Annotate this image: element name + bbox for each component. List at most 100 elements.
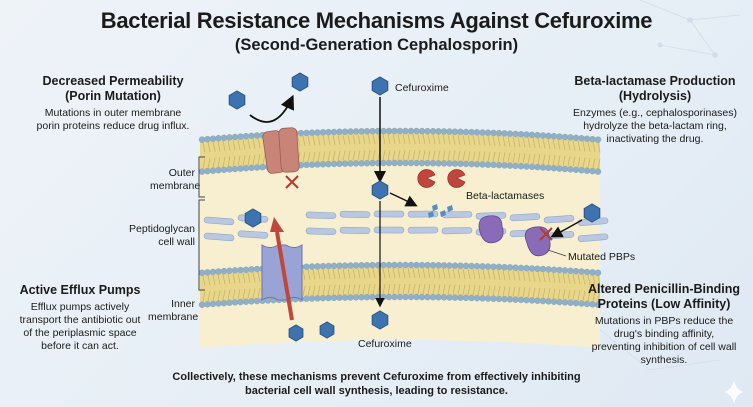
lipid-head	[495, 129, 503, 137]
lipid-tail	[457, 268, 461, 295]
bracket-outer-membrane	[198, 156, 205, 198]
lipid-head	[396, 159, 404, 167]
lipid-tail	[367, 134, 371, 161]
lipid-head	[539, 164, 547, 171]
lipid-head	[209, 135, 217, 142]
panel-permeability-title: Decreased Permeability (Porin Mutation)	[8, 74, 218, 104]
lipid-head	[479, 129, 486, 136]
lipid-tail	[422, 134, 426, 161]
lipid-tail	[487, 269, 491, 296]
lipid-head	[347, 294, 354, 301]
lipid-head	[418, 293, 426, 301]
lipid-head	[561, 299, 569, 306]
lipid-head	[528, 265, 536, 272]
lipid-tail	[422, 268, 426, 295]
label-line: Outer	[168, 167, 195, 179]
lipid-tail	[347, 134, 351, 161]
lipid-tail	[592, 275, 596, 302]
footer-summary: Collectively, these mechanisms prevent C…	[0, 370, 753, 398]
lipid-head	[451, 128, 459, 135]
lipid-head	[396, 293, 404, 301]
lipid-head	[435, 294, 442, 301]
lipid-head	[572, 166, 580, 174]
lipid-head	[556, 298, 563, 306]
lipid-head	[297, 129, 305, 137]
lipid-head	[220, 166, 228, 174]
peptidoglycan-segment	[237, 230, 269, 239]
lipid-head	[512, 296, 519, 303]
lipid-head	[479, 295, 486, 302]
lipid-head	[451, 294, 459, 301]
lipid-head	[303, 129, 310, 137]
lipid-head	[259, 163, 266, 171]
lipid-tail	[477, 135, 481, 162]
cefuroxime-molecule-icon	[371, 310, 389, 330]
lipid-head	[308, 295, 316, 302]
lipid-head	[385, 127, 393, 135]
lipid-tail	[427, 134, 431, 161]
lipid-head	[407, 127, 415, 135]
label-inner-membrane: Inner membrane	[148, 298, 198, 324]
lipid-head	[446, 262, 453, 269]
lipid-head	[308, 263, 316, 270]
cefuroxime-molecule-icon	[228, 90, 246, 110]
lipid-tail	[577, 274, 581, 301]
lipid-head	[440, 160, 448, 167]
lipid-tail	[382, 133, 386, 161]
lipid-head	[369, 159, 376, 167]
lipid-head	[512, 162, 519, 170]
lipid-head	[567, 267, 574, 274]
lipid-tail	[397, 133, 401, 161]
lipid-tail	[592, 142, 596, 169]
lipid-head	[413, 293, 420, 301]
lipid-tail	[307, 135, 311, 162]
lipid-head	[501, 295, 508, 303]
lipid-tail	[517, 136, 521, 164]
lipid-head	[457, 262, 464, 269]
lipid-tail	[212, 141, 216, 168]
lipid-head	[484, 295, 492, 302]
lipid-head	[220, 267, 228, 275]
lipid-head	[589, 167, 596, 175]
lipid-head	[391, 127, 398, 135]
lipid-head	[369, 261, 376, 269]
peptidoglycan-segment	[441, 227, 473, 235]
lipid-head	[330, 160, 338, 168]
lipid-tail	[447, 134, 451, 161]
panel-pbp-title: Altered Penicillin-Binding Proteins (Low…	[575, 282, 753, 312]
lipid-tail	[432, 268, 436, 295]
lipid-head	[534, 163, 541, 171]
lipid-head	[330, 128, 338, 136]
block-x-icon	[285, 175, 299, 189]
lipid-head	[594, 301, 602, 308]
lipid-tail	[302, 269, 306, 296]
lipid-head	[517, 131, 525, 138]
lipid-head	[220, 134, 228, 142]
lipid-head	[253, 297, 261, 305]
lipid-head	[539, 265, 547, 273]
lipid-head	[545, 266, 552, 273]
desc-line: Efflux pumps actively	[30, 301, 130, 313]
lipid-head	[517, 296, 525, 304]
title-line: (Porin Mutation)	[65, 89, 161, 103]
desc-line: of the periplasmic space	[23, 327, 137, 339]
lipid-head	[424, 261, 431, 269]
lipid-head	[440, 128, 448, 135]
lipid-head	[226, 299, 233, 306]
lipid-head	[226, 267, 233, 274]
lipid-head	[550, 165, 558, 172]
lipid-head	[341, 160, 349, 167]
peptidoglycan-segment	[373, 226, 405, 234]
lipid-tail	[357, 134, 361, 161]
lipid-head	[303, 295, 310, 302]
lipid-head	[391, 293, 398, 301]
lipid-head	[468, 262, 475, 270]
lipid-tail	[217, 274, 221, 301]
title-line: Beta-lactamase Production	[574, 74, 736, 88]
lipid-head	[528, 297, 536, 304]
porin-protein	[278, 127, 300, 173]
title-line: Altered Penicillin-Binding	[587, 282, 741, 296]
lipid-tail	[502, 136, 506, 163]
cefuroxime-molecule-icon	[288, 324, 304, 342]
